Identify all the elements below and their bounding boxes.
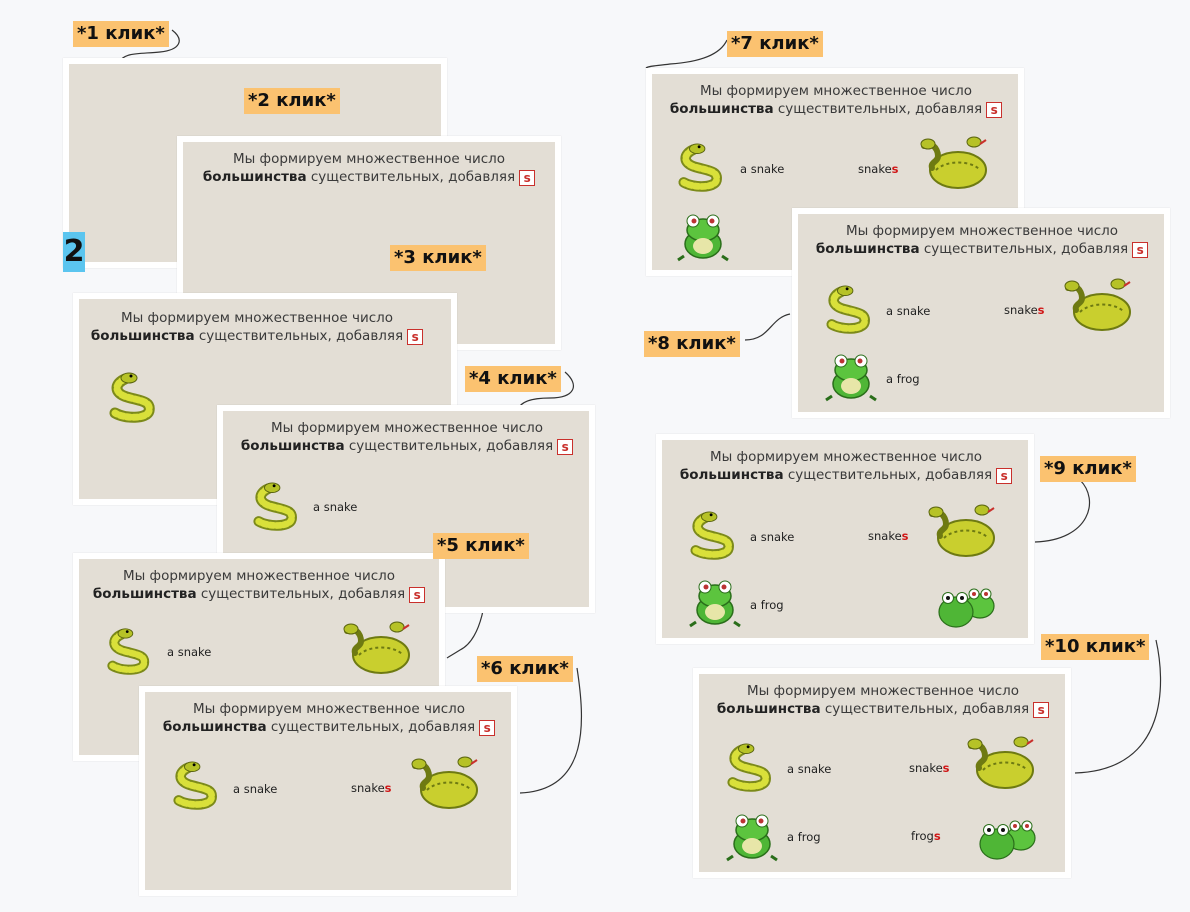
word-a-snake: a snake [233, 782, 278, 796]
s-letter-box: s [986, 102, 1003, 118]
frogs-icon [979, 820, 1036, 860]
s-letter-box: s [1033, 702, 1050, 718]
snakes-icon [967, 736, 1034, 789]
word-a-snake: a snake [787, 762, 832, 776]
word-a-snake: a snake [167, 645, 212, 659]
click-label-9: *9 клик* [1040, 456, 1136, 482]
slide-title: Мы формируем множественное число большин… [668, 448, 1024, 484]
click-label-1: *1 клик* [73, 21, 169, 47]
snake-icon [109, 372, 155, 423]
word-snakes: snakes [868, 529, 909, 543]
snake-icon [826, 285, 870, 334]
snakes-icon [928, 504, 995, 557]
snakes-icon [343, 621, 410, 674]
word-snakes: snakes [909, 761, 950, 775]
frog-icon [689, 580, 741, 628]
slide-title: Мы формируем множественное число большин… [705, 682, 1061, 718]
s-letter-box: s [407, 329, 424, 345]
slide-title: Мы формируем множественное число большин… [804, 222, 1160, 258]
slide-title: Мы формируем множественное число большин… [191, 150, 547, 186]
word-a-frog: a frog [750, 598, 784, 612]
click-label-8: *8 клик* [644, 331, 740, 357]
snake-icon [727, 743, 771, 792]
frog-icon [825, 354, 877, 402]
snake-icon [107, 628, 150, 675]
snake-icon [173, 761, 217, 810]
click-label-3: *3 клик* [390, 245, 486, 271]
snake-icon [253, 482, 297, 531]
word-a-frog: a frog [886, 372, 920, 386]
word-frogs: frogs [911, 829, 941, 843]
slide-click-8: Мы формируем множественное число большин… [792, 208, 1170, 418]
click-label-4: *4 клик* [465, 366, 561, 392]
slide-click-9: Мы формируем множественное число большин… [656, 434, 1034, 644]
word-snakes: snakes [1004, 303, 1045, 317]
click-label-7: *7 клик* [727, 31, 823, 57]
slide-title: Мы формируем множественное число большин… [229, 419, 585, 455]
frogs-icon [938, 588, 995, 628]
click-label-2: *2 клик* [244, 88, 340, 114]
word-snakes: snakes [351, 781, 392, 795]
snake-icon [690, 511, 734, 560]
frog-icon [726, 814, 778, 862]
snake-icon [678, 143, 722, 192]
word-a-snake: a snake [886, 304, 931, 318]
word-snakes: snakes [858, 162, 899, 176]
word-a-snake: a snake [740, 162, 785, 176]
click-label-6: *6 клик* [477, 656, 573, 682]
word-a-frog: a frog [787, 830, 821, 844]
word-a-snake: a snake [313, 500, 358, 514]
slide-number-badge: 2 [63, 232, 85, 272]
snakes-icon [411, 756, 478, 809]
snakes-icon [920, 136, 987, 189]
word-a-snake: a snake [750, 530, 795, 544]
snakes-icon [1064, 278, 1131, 331]
slide-click-6: Мы формируем множественное число большин… [139, 686, 517, 896]
click-label-10: *10 клик* [1041, 634, 1150, 660]
s-letter-box: s [519, 170, 536, 186]
slide-title: Мы формируем множественное число большин… [79, 309, 435, 345]
slide-title: Мы формируем множественное число большин… [81, 567, 437, 603]
s-letter-box: s [409, 587, 426, 603]
slide-click-10: Мы формируем множественное число большин… [693, 668, 1071, 878]
s-letter-box: s [996, 468, 1013, 484]
slide-title: Мы формируем множественное число большин… [151, 700, 507, 736]
s-letter-box: s [557, 439, 574, 455]
s-letter-box: s [479, 720, 496, 736]
s-letter-box: s [1132, 242, 1149, 258]
click-label-5: *5 клик* [433, 533, 529, 559]
frog-icon [677, 214, 729, 262]
slide-title: Мы формируем множественное число большин… [658, 82, 1014, 118]
